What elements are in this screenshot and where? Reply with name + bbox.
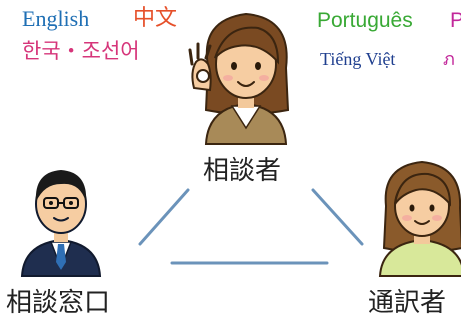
language-thai-cut: ภ: [443, 49, 455, 69]
role-label-counter: 相談窓口: [6, 288, 111, 318]
man-in-suit-icon: [20, 170, 102, 277]
language-portuguese-cut: P: [450, 9, 461, 32]
language-portuguese: Português: [317, 9, 413, 32]
language-chinese: 中文: [133, 5, 178, 30]
connector-consultee-interpreter: [311, 188, 364, 246]
woman-interpreter-icon: [378, 160, 461, 277]
role-label-consultee: 相談者: [203, 156, 282, 186]
woman-ok-gesture-icon: [188, 12, 290, 145]
role-label-interpreter: 通訳者: [368, 288, 447, 318]
language-korean: 한국・조선어: [22, 40, 140, 63]
language-vietnamese: Tiếng Việt: [320, 49, 396, 69]
language-english: English: [22, 6, 90, 31]
connector-consultee-counter: [138, 188, 190, 246]
